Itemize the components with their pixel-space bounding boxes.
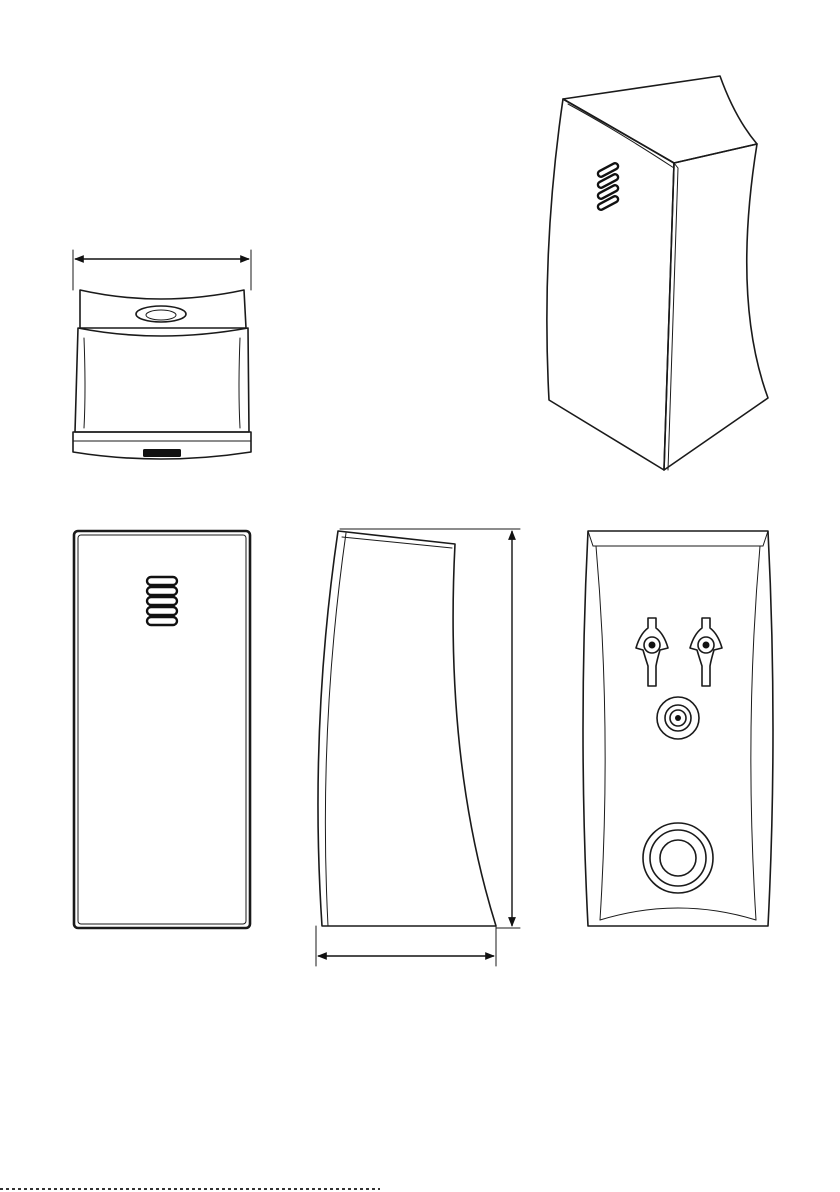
top-body-edge-left [84,338,85,428]
side-view [316,529,520,966]
back-view [583,531,773,926]
iso-side-face [664,144,768,470]
page-footer-dashes [0,1188,380,1190]
side-height-dimension [340,529,520,928]
keyhole-left-outline [636,618,668,686]
front-vent-slot-1 [147,577,177,585]
side-body [318,531,496,926]
front-inner-edge [78,535,246,924]
front-vent-slot-5 [147,617,177,625]
front-vent-slot-2 [147,587,177,595]
iso-vent [597,162,619,211]
back-side-edge-right [751,546,760,920]
front-vent [147,577,177,625]
bass-port-opening [660,840,696,876]
back-terminal [657,697,699,739]
side-front-edge [325,533,346,926]
front-vent-slot-4 [147,607,177,615]
front-vent-slot-3 [147,597,177,605]
mount-keyhole-left [636,618,668,686]
back-side-edge-left [596,546,605,920]
back-bass-port [643,823,713,893]
iso-front-face [547,99,674,470]
iso-top-bevel [568,104,674,168]
top-body [75,328,249,432]
side-depth-dimension [316,926,496,966]
bass-port-outer [643,823,713,893]
top-badge [143,449,181,457]
top-width-dimension [73,250,251,290]
back-bottom-curve [600,908,756,920]
mount-screw-left-center [649,642,656,649]
front-body [74,531,250,928]
front-view [74,531,250,928]
mount-keyhole-right [690,618,722,686]
top-view [73,250,251,459]
back-corner-bevels [588,531,768,546]
top-body-edge-right [239,338,240,428]
bass-port-rim [650,830,706,886]
terminal-post-center [675,715,681,721]
isometric-view [547,76,768,470]
keyhole-right-outline [690,618,722,686]
back-body [583,531,773,926]
mount-screw-right-center [703,642,710,649]
top-port-inner [146,310,176,320]
